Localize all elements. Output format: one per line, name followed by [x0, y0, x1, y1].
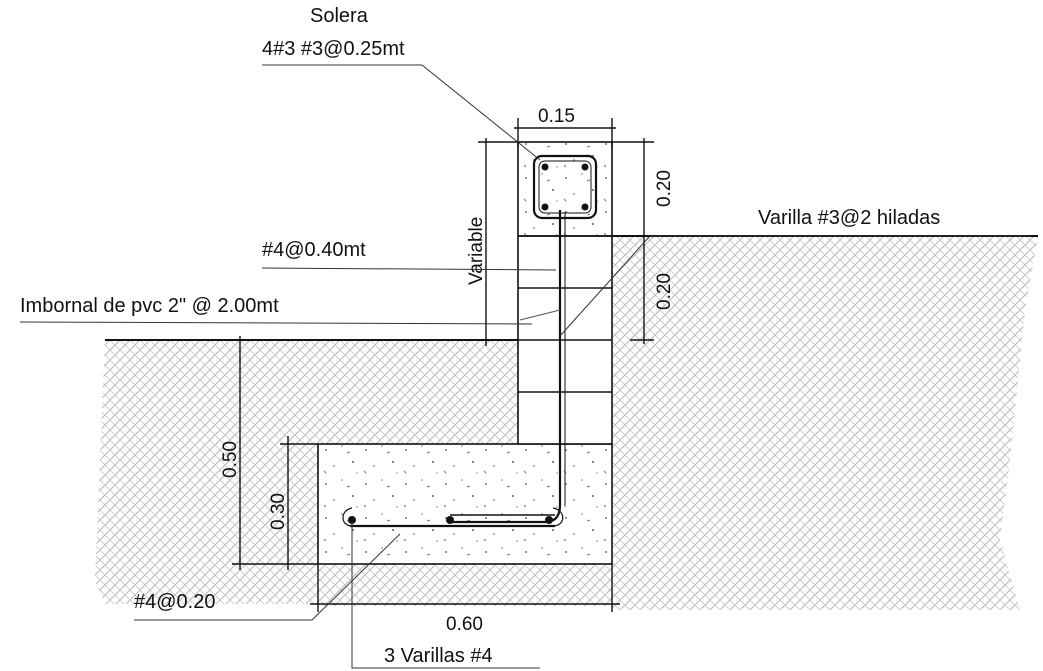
label-solera-spec: 4#3 #3@0.25mt	[262, 38, 405, 60]
soil-under-footing	[318, 564, 612, 606]
label-imbornal: Imbornal de pvc 2" @ 2.00mt	[20, 295, 279, 317]
footing-bar-dot-2	[446, 516, 454, 524]
leader-tres-varillas	[351, 522, 540, 669]
leader-imbornal	[19, 321, 533, 325]
label-varilla-hiladas: Varilla #3@2 hiladas	[758, 207, 940, 229]
solera-bar-4	[581, 203, 589, 211]
wall-vertical-rebar	[450, 210, 562, 524]
dim-depth-total: 0.50	[220, 441, 241, 478]
leader-varilla-hiladas	[559, 235, 1030, 337]
dim-solera-height: 0.20	[654, 170, 675, 207]
label-footing-rebar: #4@0.20	[134, 591, 215, 613]
label-vertical-rebar: #4@0.40mt	[262, 239, 366, 261]
leader-footing-rebar	[134, 533, 401, 621]
dim-wall-above-ground: 0.20	[654, 273, 675, 310]
dim-variable: Variable	[466, 217, 487, 285]
solera-bar-1	[541, 163, 549, 171]
dim-footing-width: 0.60	[446, 614, 483, 635]
dim-solera-width: 0.15	[538, 106, 575, 127]
footing-bar-dot-1	[348, 516, 356, 524]
soil-left	[95, 340, 518, 604]
solera-bar-3	[541, 203, 549, 211]
footing-hook-right	[552, 507, 564, 527]
leader-solera	[262, 64, 541, 161]
solera-bar-2	[581, 163, 589, 171]
footing-bar-dot-3	[545, 516, 553, 524]
soil-right	[612, 236, 1038, 610]
label-solera-title: Solera	[310, 5, 369, 27]
footing-hook-left	[342, 507, 353, 527]
imbornal-pipe	[519, 309, 561, 321]
footing-concrete	[317, 443, 613, 565]
dim-footing-height: 0.30	[268, 493, 289, 530]
leader-vertical-rebar	[261, 267, 557, 271]
label-tres-varillas: 3 Varillas #4	[384, 645, 493, 667]
